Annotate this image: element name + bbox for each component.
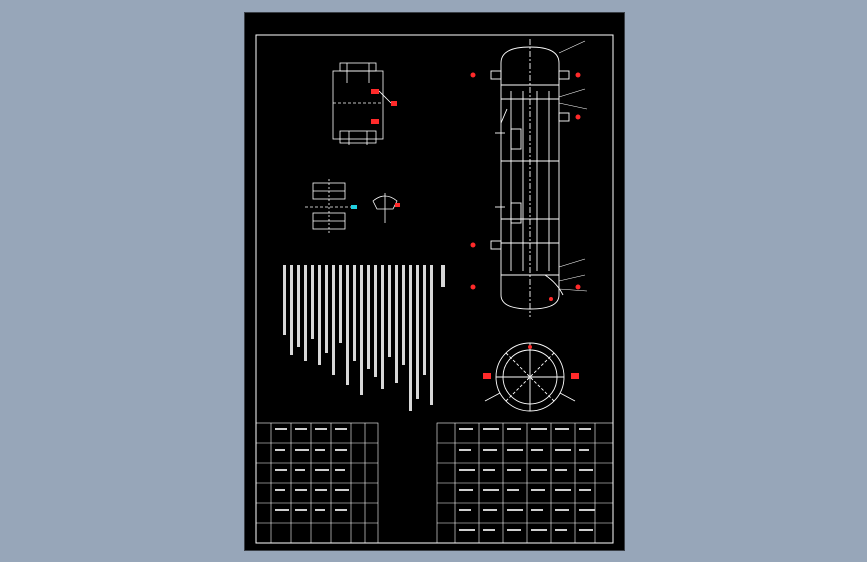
flange-section-detail xyxy=(305,179,400,233)
vessel-nozzle-markers xyxy=(470,72,581,301)
section-markers xyxy=(483,345,579,379)
vessel-cross-section-view xyxy=(484,342,576,412)
technical-notes-block xyxy=(283,265,445,411)
nozzle-detail-view xyxy=(332,62,397,145)
drawing-canvas xyxy=(255,34,614,544)
drawing-frame xyxy=(255,34,614,544)
parts-list-table-left xyxy=(255,422,379,544)
drawing-sheet[interactable] xyxy=(244,12,625,551)
title-block-text xyxy=(459,428,595,531)
pressure-vessel-main-view xyxy=(490,39,570,317)
parts-list-text-left xyxy=(275,428,349,511)
vessel-leader-lines xyxy=(558,40,588,292)
title-block-table xyxy=(436,422,614,544)
